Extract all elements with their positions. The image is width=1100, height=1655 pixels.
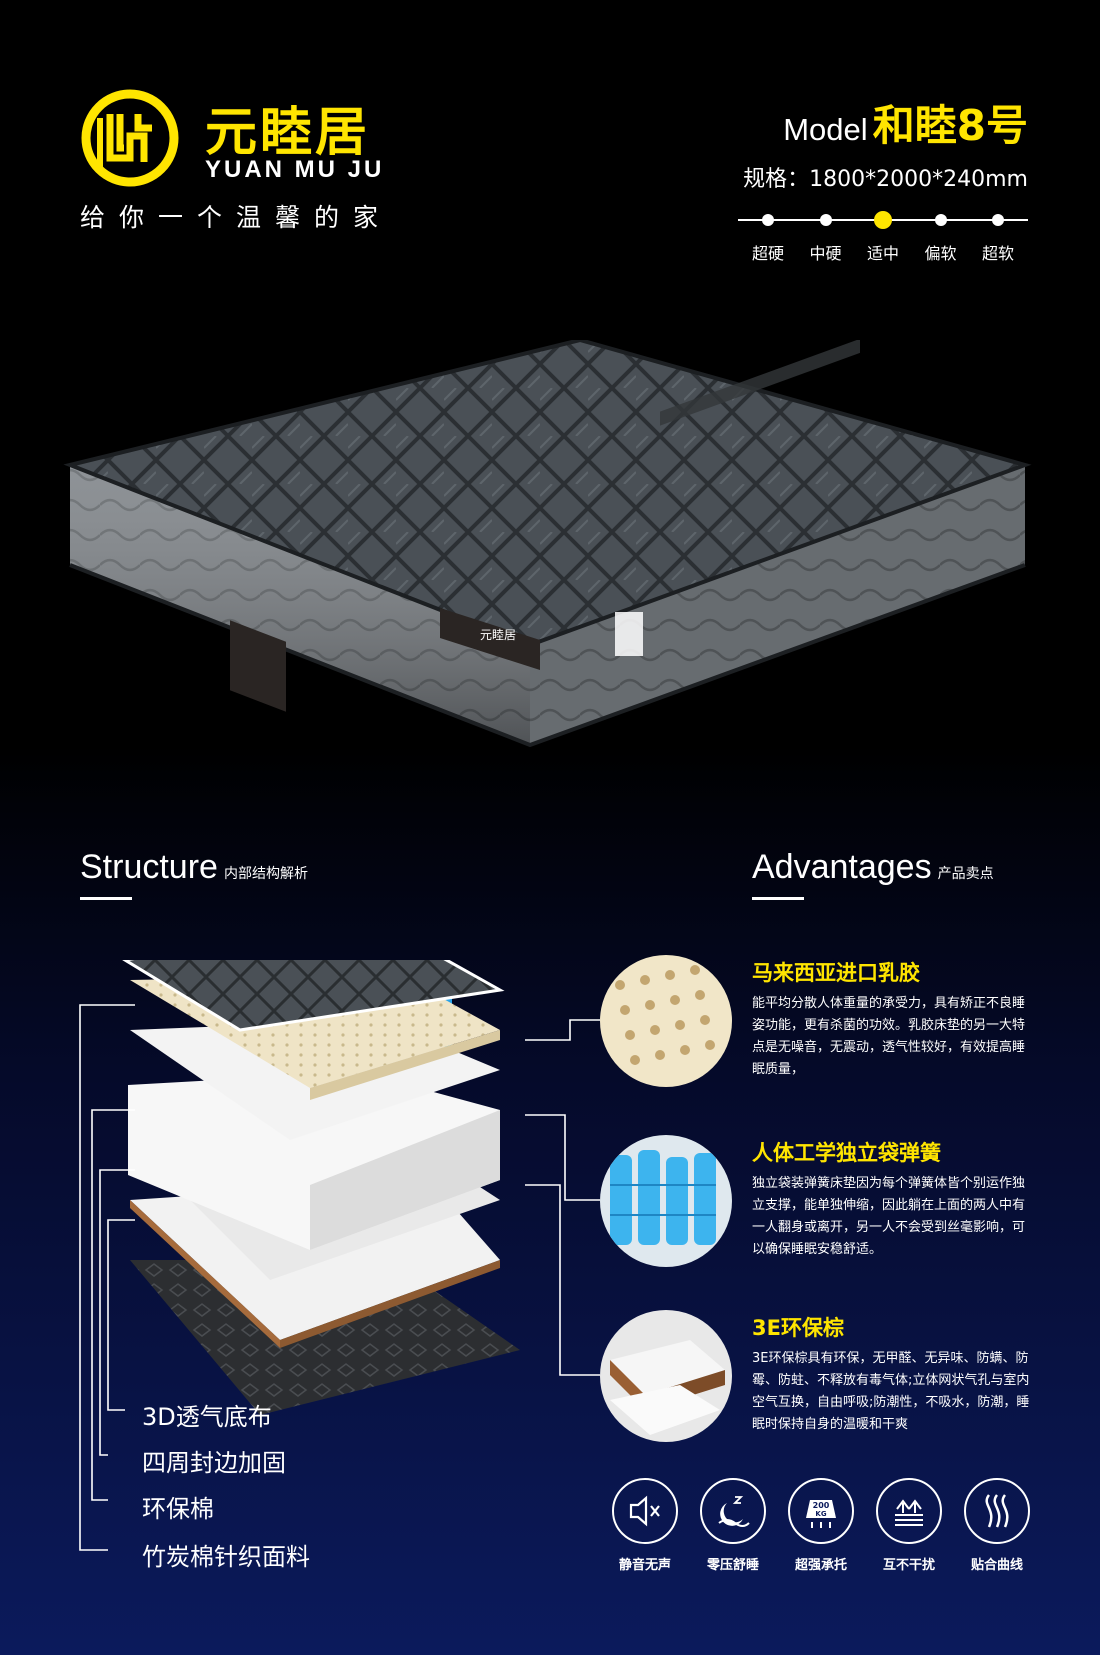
feature-silent-circle	[612, 1478, 678, 1544]
hero-label-text: 元睦居	[480, 628, 516, 642]
feature-silent: 静音无声	[600, 1478, 690, 1588]
brand-block: 元睦居 YUAN MU JU 给你一个温馨的家	[80, 88, 420, 238]
advantage-springs: 人体工学独立袋弹簧 独立袋装弹簧床垫因为每个弹簧体皆个别运作独立支撑，能单独伸缩…	[600, 1135, 1030, 1285]
weight-support-icon: 200 KG	[806, 1500, 836, 1528]
firmness-dot-0	[762, 214, 774, 226]
model-block: Model 和睦8号 规格：1800*2000*240mm 超硬 中硬 适中 偏软 超软	[648, 92, 1028, 272]
model-spec: 规格：1800*2000*240mm	[743, 167, 1028, 192]
feature-no-disturb-label: 互不干扰	[882, 1558, 935, 1573]
feature-support-label: 超强承托	[794, 1558, 847, 1573]
structure-title: Structure	[80, 848, 218, 886]
feature-icons-row: 静音无声 零压舒睡 200 KG 超强承托	[600, 1478, 1040, 1588]
firmness-scale: 超硬 中硬 适中 偏软 超软	[738, 210, 1028, 270]
brand-logo-icon	[81, 89, 179, 187]
advantage-springs-title: 人体工学独立袋弹簧	[752, 1141, 941, 1165]
advantage-springs-desc: 独立袋装弹簧床垫因为每个弹簧体皆个别运作独立支撑，能单独伸缩，因此躺在上面的两人…	[752, 1176, 1026, 1257]
firmness-dot-1	[819, 214, 832, 226]
firmness-label-1: 中硬	[809, 244, 842, 263]
firmness-dot-4	[992, 214, 1004, 226]
feature-curve: 贴合曲线	[952, 1478, 1042, 1588]
firmness-label-4: 超软	[981, 244, 1014, 263]
layer-label-fabric: 竹炭棉针织面料	[142, 1543, 310, 1571]
weight-badge-unit: KG	[815, 1510, 826, 1518]
feature-curve-label: 贴合曲线	[970, 1558, 1023, 1573]
side-label-tag	[230, 620, 286, 712]
model-title: Model 和睦8号	[648, 92, 1028, 153]
mattress-layers-diagram	[122, 960, 520, 1415]
feature-support: 200 KG 超强承托	[776, 1478, 866, 1588]
coconut-fiber-icon	[600, 1310, 732, 1442]
structure-underline	[80, 897, 132, 900]
latex-foam-icon	[600, 955, 732, 1087]
firmness-label-2: 适中	[866, 244, 899, 263]
advantages-underline	[752, 897, 804, 900]
firmness-label-3: 偏软	[924, 244, 957, 263]
advantage-coconut: 3E环保棕 3E环保棕具有环保，无甲醛、无异味、防螨、防霉、防蛀、不释放有毒气体…	[600, 1310, 1030, 1460]
feature-zero-pressure-label: 零压舒睡	[706, 1558, 759, 1573]
sleep-moon-icon	[718, 1496, 750, 1527]
advantage-latex-desc: 能平均分散人体重量的承受力，具有矫正不良睡姿功能，更有杀菌的功效。乳胶床垫的另一…	[752, 996, 1026, 1077]
weight-badge-value: 200	[813, 1501, 830, 1510]
brand-pinyin: YUAN MU JU	[205, 156, 385, 183]
brand-name: 元睦居	[205, 103, 371, 163]
feature-curve-circle	[964, 1478, 1030, 1544]
model-prefix: Model	[783, 112, 868, 147]
feature-silent-label: 静音无声	[618, 1558, 671, 1573]
advantages-subtitle: 产品卖点	[937, 866, 994, 882]
advantages-section-head: Advantages 产品卖点	[752, 848, 994, 900]
firmness-label-0: 超硬	[751, 244, 784, 263]
layer-label-cotton: 环保棉	[142, 1495, 214, 1523]
firmness-dot-2	[874, 211, 892, 229]
brand-slogan: 给你一个温馨的家	[80, 203, 393, 232]
pocket-springs-icon	[600, 1135, 732, 1267]
curve-fit-icon	[985, 1494, 1009, 1528]
feature-no-disturb-circle	[876, 1478, 942, 1544]
feature-no-disturb: 互不干扰	[864, 1478, 954, 1588]
hero-mattress-image: 元睦居	[63, 340, 1032, 748]
independent-spring-icon	[895, 1499, 923, 1526]
structure-section-head: Structure 内部结构解析	[80, 848, 308, 900]
mute-speaker-icon	[629, 1495, 660, 1527]
advantage-latex-title: 马来西亚进口乳胶	[752, 961, 920, 985]
layer-label-edge: 四周封边加固	[142, 1449, 286, 1477]
feature-zero-pressure-circle	[700, 1478, 766, 1544]
firmness-dot-3	[934, 214, 947, 226]
advantage-coconut-title: 3E环保棕	[752, 1316, 844, 1340]
advantage-coconut-desc: 3E环保棕具有环保，无甲醛、无异味、防螨、防霉、防蛀、不释放有毒气体;立体网状气…	[752, 1351, 1030, 1432]
structure-subtitle: 内部结构解析	[223, 866, 308, 882]
feature-zero-pressure: 零压舒睡	[688, 1478, 778, 1588]
model-name: 和睦8号	[872, 101, 1028, 150]
layer-label-3d-mesh: 3D透气底布	[142, 1403, 272, 1431]
advantages-title: Advantages	[752, 848, 932, 886]
feature-support-circle: 200 KG	[788, 1478, 854, 1544]
advantage-latex: 马来西亚进口乳胶 能平均分散人体重量的承受力，具有矫正不良睡姿功能，更有杀菌的功…	[600, 955, 1030, 1105]
